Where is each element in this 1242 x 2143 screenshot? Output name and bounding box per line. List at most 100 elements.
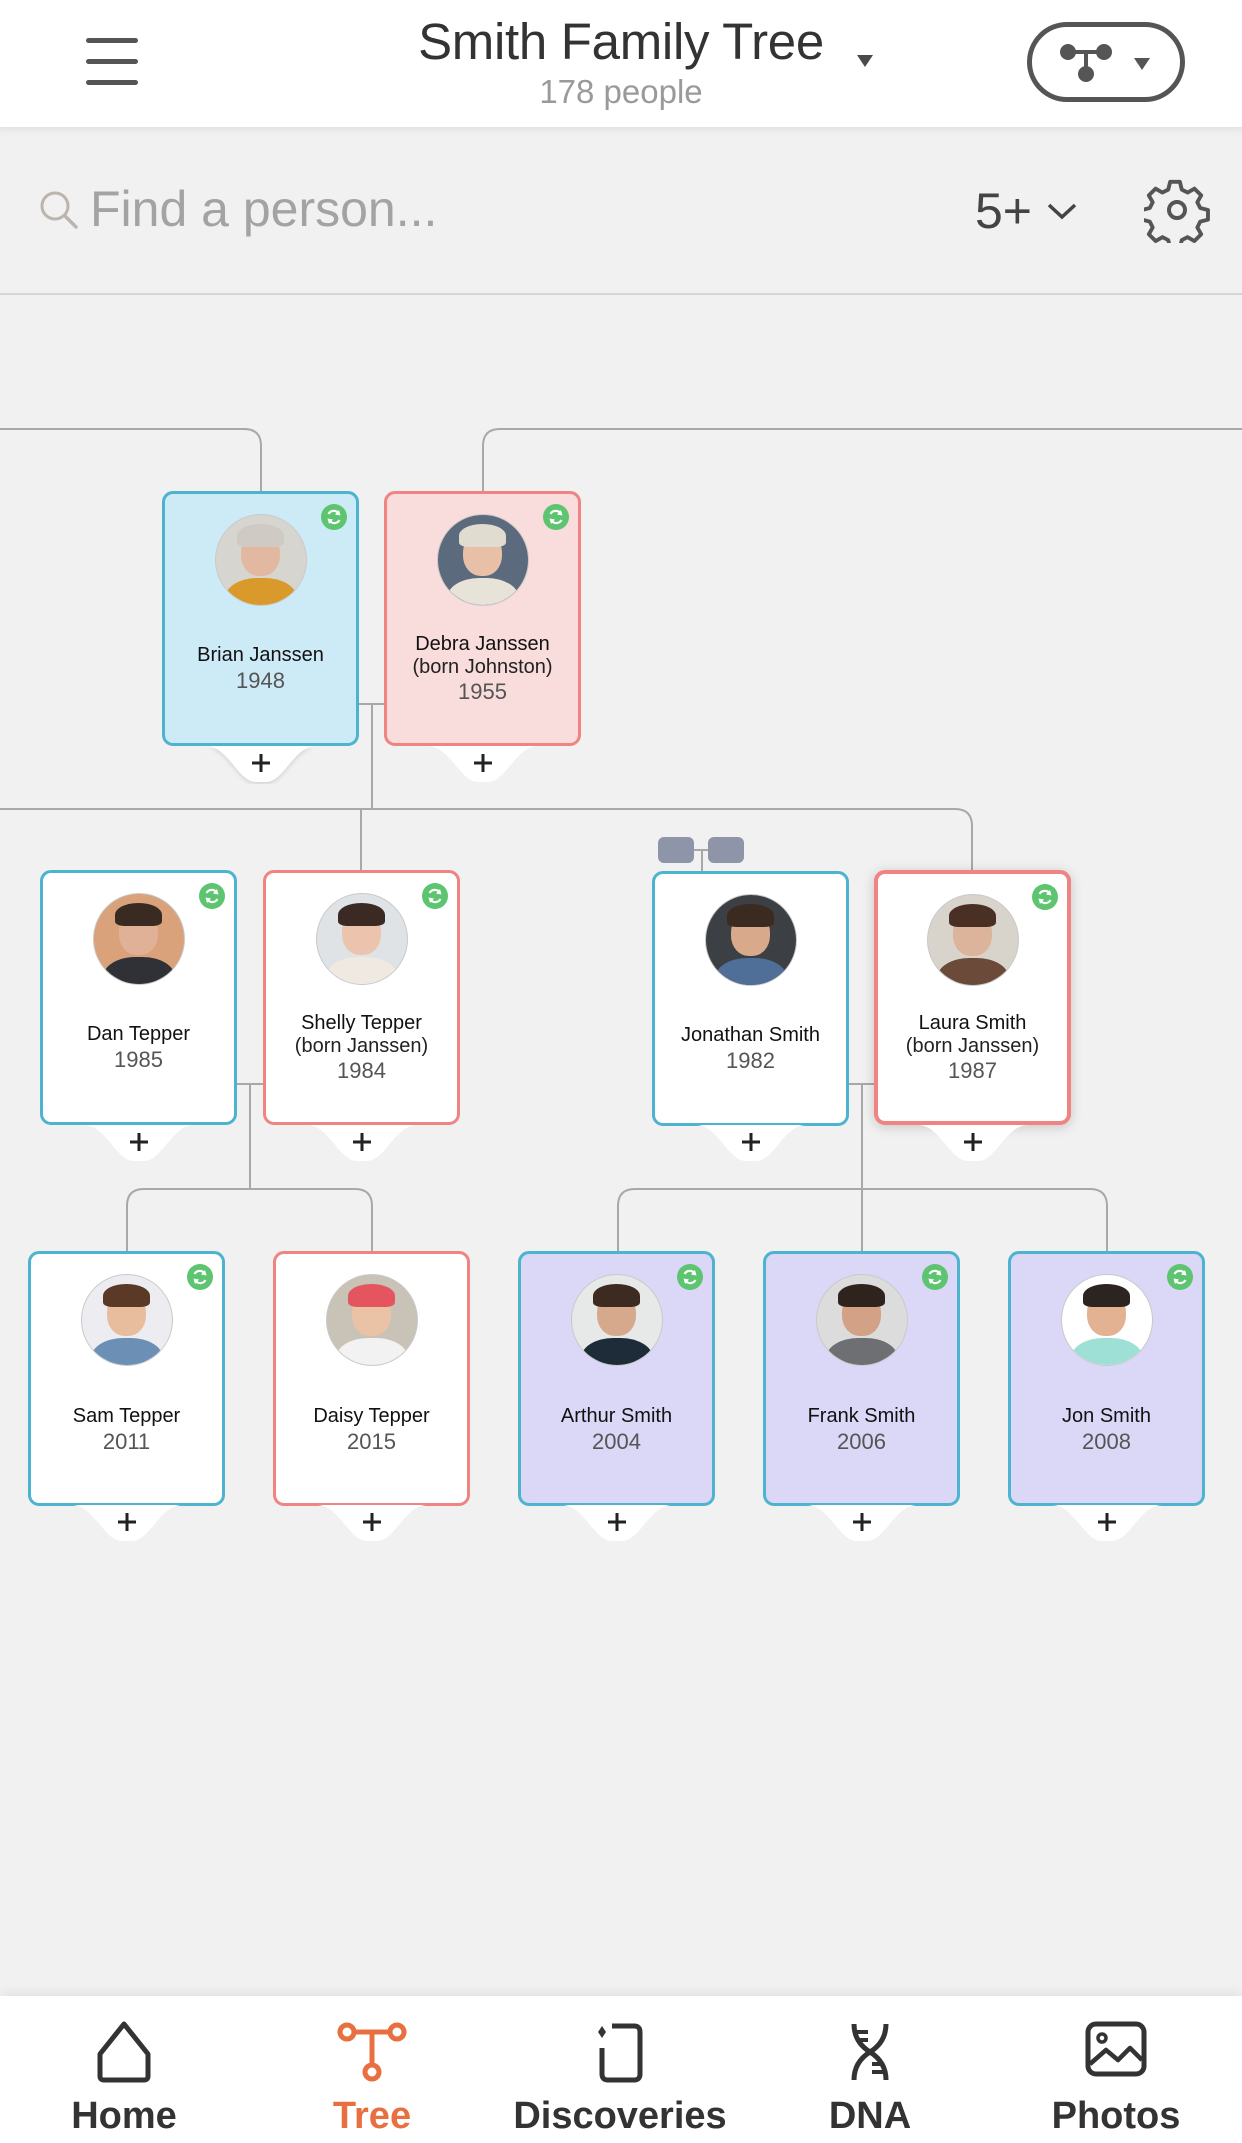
tree-view-switch-button[interactable]: [1027, 22, 1185, 102]
tree-icon: [337, 2022, 407, 2082]
add-relative-button[interactable]: [307, 1125, 417, 1163]
add-relative-button[interactable]: [428, 746, 538, 784]
person-birth-year: 2015: [347, 1429, 396, 1454]
person-card-jonathan-smith[interactable]: Jonathan Smith 1982: [652, 871, 849, 1126]
person-birth-name: (born Johnston): [412, 656, 553, 678]
sync-icon[interactable]: [199, 883, 225, 909]
person-birth-year: 2008: [1082, 1429, 1131, 1454]
chevron-down-icon: [1047, 203, 1077, 220]
add-parents-icon[interactable]: [656, 835, 748, 865]
tree-selector-caret-icon[interactable]: [857, 55, 873, 67]
person-name: Jon Smith: [1062, 1405, 1151, 1427]
person-card-debra-janssen[interactable]: Debra Janssen (born Johnston) 1955: [384, 491, 581, 746]
person-name: Shelly Tepper: [301, 1012, 422, 1034]
person-birth-year: 2011: [102, 1429, 151, 1454]
nav-label: DNA: [828, 2095, 912, 2137]
person-name: Jonathan Smith: [681, 1024, 820, 1046]
add-relative-button[interactable]: [206, 746, 316, 784]
add-relative-button[interactable]: [84, 1125, 194, 1163]
avatar: [325, 1274, 418, 1366]
add-relative-button[interactable]: [562, 1505, 672, 1543]
person-card-daisy-tepper[interactable]: Daisy Tepper 2015: [273, 1251, 470, 1506]
person-name: Dan Tepper: [86, 1023, 191, 1045]
sync-icon[interactable]: [677, 1264, 703, 1290]
generations-value: 5+: [975, 183, 1033, 239]
sync-icon[interactable]: [922, 1264, 948, 1290]
home-icon: [97, 2021, 151, 2083]
person-card-dan-tepper[interactable]: Dan Tepper 1985: [40, 870, 237, 1125]
sync-icon[interactable]: [187, 1264, 213, 1290]
find-person-input[interactable]: [90, 177, 850, 241]
person-birth-year: 1948: [236, 668, 285, 693]
tree-view-icon: [1060, 44, 1112, 82]
person-card-frank-smith[interactable]: Frank Smith 2006: [763, 1251, 960, 1506]
discoveries-icon: [598, 2023, 643, 2083]
person-birth-year: 1985: [114, 1047, 163, 1072]
avatar: [214, 514, 307, 606]
add-relative-button[interactable]: [807, 1505, 917, 1543]
person-birth-year: 1987: [948, 1058, 997, 1083]
person-card-sam-tepper[interactable]: Sam Tepper 2011: [28, 1251, 225, 1506]
avatar: [1060, 1274, 1153, 1366]
person-birth-year: 1982: [726, 1048, 775, 1073]
nav-tree[interactable]: Tree: [296, 1996, 448, 2143]
avatar: [80, 1274, 173, 1366]
person-card-jon-smith[interactable]: Jon Smith 2008: [1008, 1251, 1205, 1506]
nav-label: Tree: [332, 2095, 412, 2137]
hamburger-menu-icon[interactable]: [86, 38, 138, 86]
photos-icon: [1085, 2021, 1147, 2077]
avatar: [815, 1274, 908, 1366]
nav-dna[interactable]: DNA: [810, 1996, 930, 2143]
person-name: Laura Smith: [918, 1012, 1027, 1034]
gear-icon[interactable]: [1144, 177, 1210, 243]
person-card-arthur-smith[interactable]: Arthur Smith 2004: [518, 1251, 715, 1506]
people-count: 178 people: [539, 73, 703, 110]
person-name: Daisy Tepper: [313, 1405, 430, 1427]
person-birth-year: 1984: [337, 1058, 386, 1083]
person-card-brian-janssen[interactable]: Brian Janssen 1948: [162, 491, 359, 746]
sync-icon[interactable]: [321, 504, 347, 530]
dna-icon: [851, 2023, 889, 2081]
add-relative-button[interactable]: [317, 1505, 427, 1543]
avatar: [570, 1274, 663, 1366]
chevron-down-icon: [1134, 58, 1150, 70]
bottom-navigation: Home Tree Discoveries DNA: [0, 1996, 1242, 2143]
add-relative-button[interactable]: [696, 1125, 806, 1163]
person-birth-year: 1955: [458, 679, 507, 704]
nav-label: Discoveries: [513, 2095, 727, 2137]
nav-label: Photos: [1051, 2095, 1181, 2137]
person-birth-year: 2006: [837, 1429, 886, 1454]
person-birth-name: (born Janssen): [905, 1035, 1040, 1057]
tree-selector[interactable]: Smith Family Tree 178 people: [380, 10, 862, 110]
sync-icon[interactable]: [1032, 884, 1058, 910]
person-card-laura-smith[interactable]: Laura Smith (born Janssen) 1987: [874, 870, 1071, 1125]
person-name: Debra Janssen: [415, 633, 550, 655]
tree-connector-lines: [0, 428, 1242, 1251]
add-relative-button[interactable]: [1052, 1505, 1162, 1543]
search-icon: [40, 191, 78, 229]
nav-photos[interactable]: Photos: [1036, 1996, 1196, 2143]
person-name: Frank Smith: [807, 1405, 916, 1427]
person-card-shelly-tepper[interactable]: Shelly Tepper (born Janssen) 1984: [263, 870, 460, 1125]
sync-icon[interactable]: [422, 883, 448, 909]
person-name: Sam Tepper: [72, 1405, 181, 1427]
avatar: [926, 894, 1019, 986]
app-header: Smith Family Tree 178 people: [0, 0, 1242, 127]
generations-dropdown[interactable]: 5+: [975, 179, 1078, 243]
avatar: [436, 514, 529, 606]
tree-title[interactable]: Smith Family Tree: [418, 13, 824, 70]
tree-canvas[interactable]: Brian Janssen 1948 Debra Janssen (born J…: [0, 295, 1242, 1996]
avatar: [315, 893, 408, 985]
search-bar: 5+: [0, 127, 1242, 295]
person-name: Arthur Smith: [560, 1405, 673, 1427]
person-name: Brian Janssen: [197, 644, 324, 666]
sync-icon[interactable]: [543, 504, 569, 530]
person-birth-year: 2004: [592, 1429, 641, 1454]
nav-discoveries[interactable]: Discoveries: [500, 1996, 740, 2143]
nav-home[interactable]: Home: [46, 1996, 202, 2143]
sync-icon[interactable]: [1167, 1264, 1193, 1290]
nav-label: Home: [71, 2095, 177, 2137]
person-birth-name: (born Janssen): [294, 1035, 429, 1057]
add-relative-button[interactable]: [918, 1125, 1028, 1163]
add-relative-button[interactable]: [72, 1505, 182, 1543]
